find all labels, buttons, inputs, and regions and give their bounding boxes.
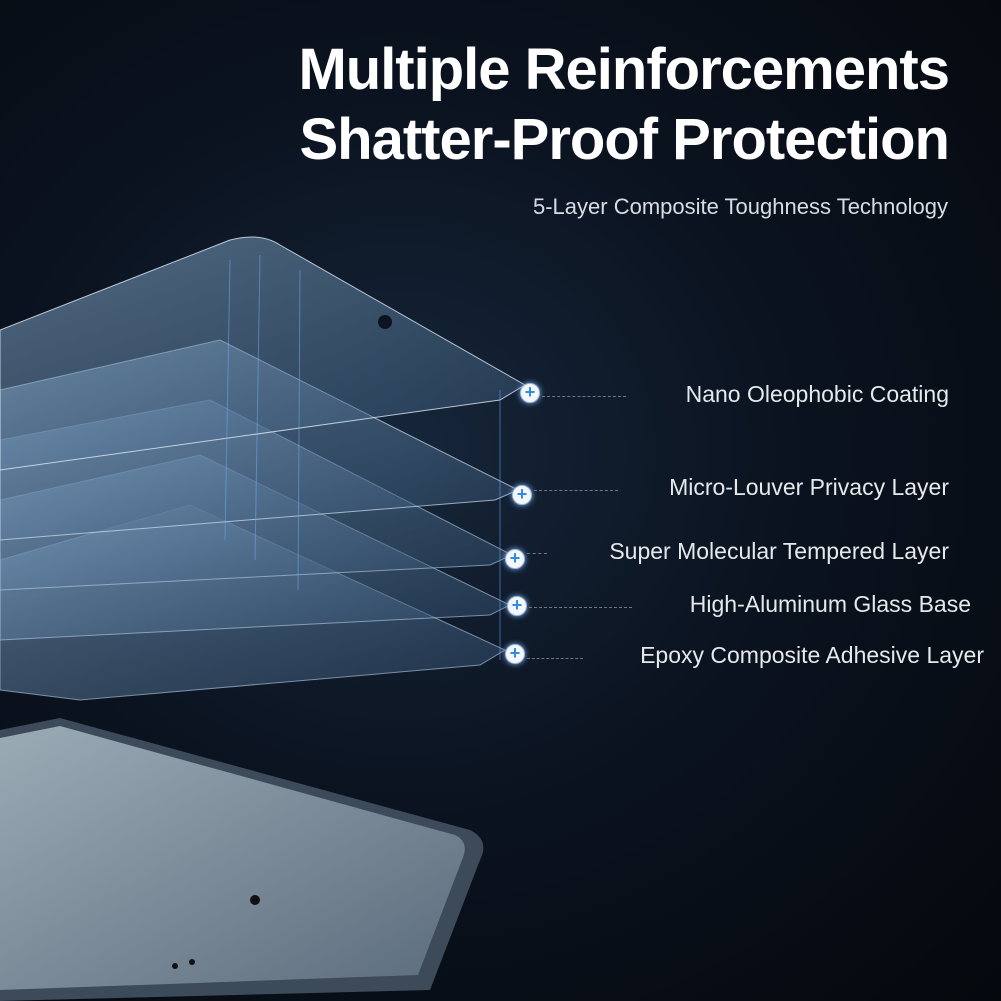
subtitle: 5-Layer Composite Toughness Technology (532, 194, 948, 219)
layer-label-2: Micro-Louver Privacy Layer (669, 474, 949, 500)
leader-line (542, 396, 626, 397)
headline-line-1: Multiple Reinforcements (298, 37, 950, 102)
leader-line (534, 490, 618, 491)
plus-icon: + (512, 485, 532, 505)
leader-line (529, 607, 632, 608)
plus-icon: + (507, 596, 527, 616)
plus-icon: + (505, 644, 525, 664)
phone (0, 718, 484, 1001)
leader-line (527, 658, 583, 659)
layer-label-5: Epoxy Composite Adhesive Layer (640, 642, 984, 668)
light-beams (224, 254, 501, 660)
layer-label-3: Super Molecular Tempered Layer (609, 538, 949, 564)
plus-icon: + (505, 549, 525, 569)
layer-label-1: Nano Oleophobic Coating (685, 381, 949, 407)
plus-icon: + (520, 383, 540, 403)
layer-label-4: High-Aluminum Glass Base (689, 591, 971, 617)
layer-1 (0, 236, 526, 471)
leader-line (527, 553, 547, 554)
headline-line-2: Shatter-Proof Protection (299, 107, 950, 172)
